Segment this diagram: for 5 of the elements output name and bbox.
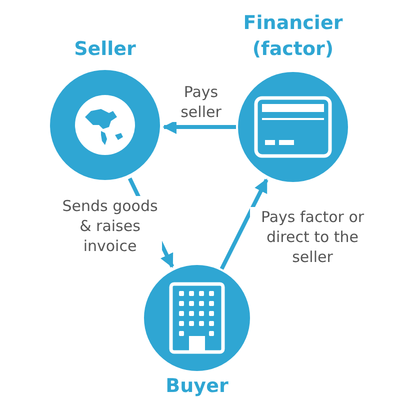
- node-heading: Financier (factor): [242, 11, 344, 62]
- node-heading: Buyer: [166, 374, 228, 399]
- node-heading: Seller: [74, 37, 136, 62]
- arrow: [162, 120, 236, 134]
- arrow: [220, 178, 268, 270]
